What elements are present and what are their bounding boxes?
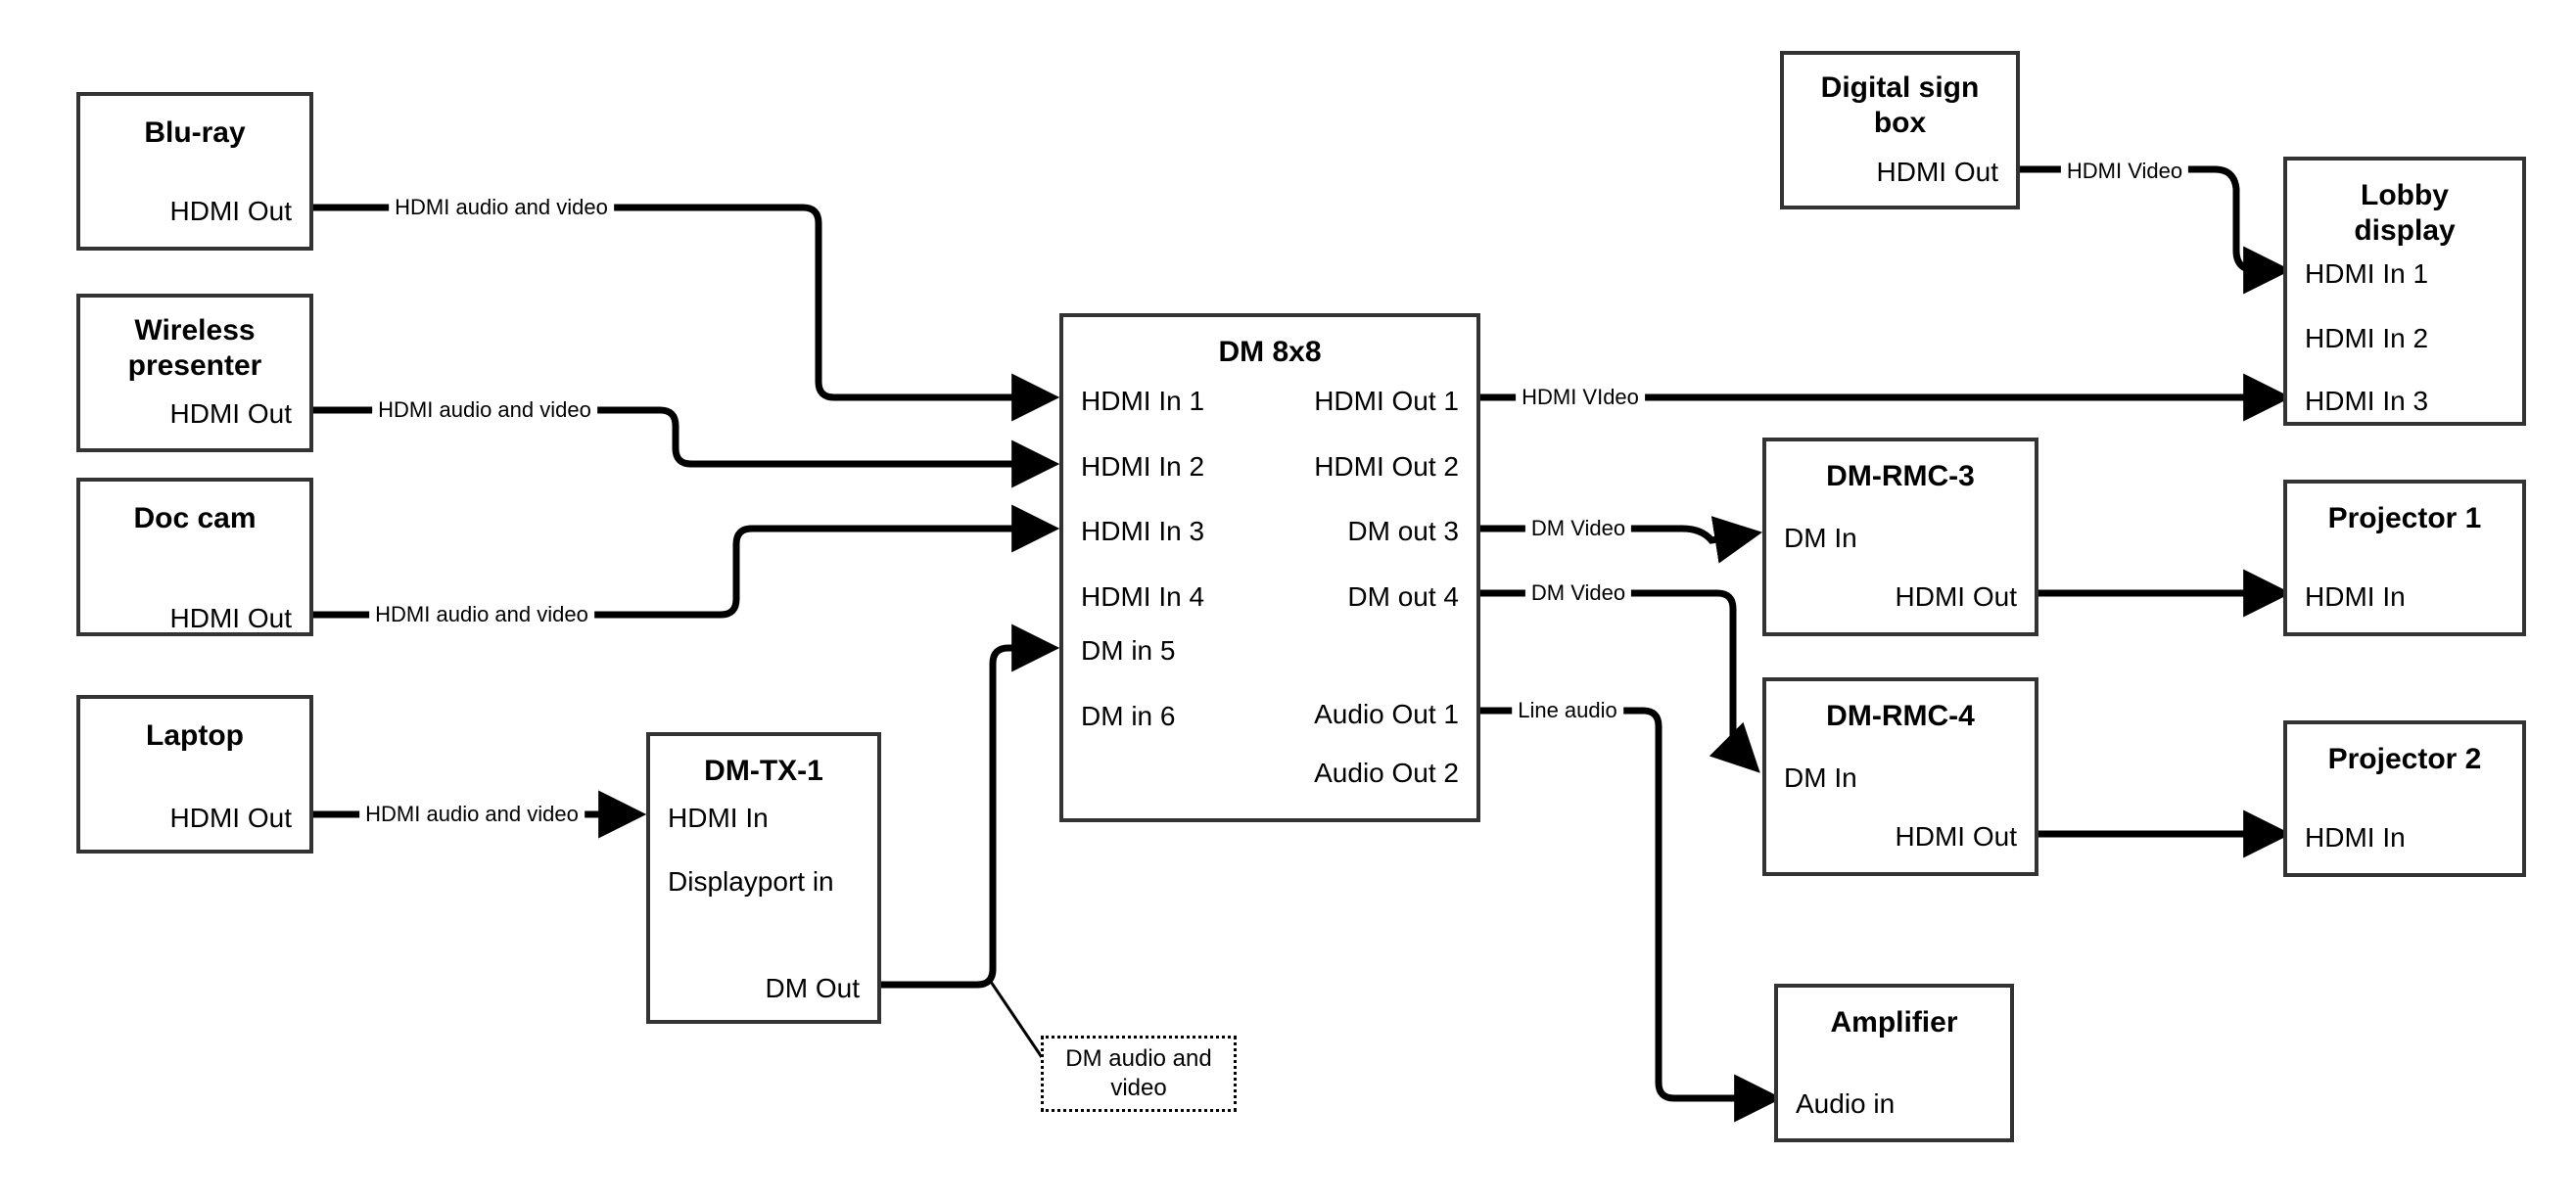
port-dm-8x8-audio-out-2[interactable]: Audio Out 2 [1314,758,1459,788]
node-title-blu-ray: Blu-ray [144,116,246,149]
node-wireless-presenter[interactable]: Wireless presenter HDMI Out [76,294,313,452]
node-projector-2[interactable]: Projector 2 HDMI In [2283,720,2526,877]
node-title-wireless-presenter: Wireless presenter [127,314,262,382]
port-lobby-display-hdmi-in-3[interactable]: HDMI In 3 [2305,386,2429,416]
node-laptop[interactable]: Laptop HDMI Out [76,695,313,854]
edge-label-laptop: HDMI audio and video [359,802,585,827]
edge-label-sign-hdmi-video: HDMI Video [2060,159,2189,184]
edge-label-doccam: HDMI audio and video [369,602,594,627]
node-title-projector-2: Projector 2 [2327,743,2482,775]
node-blu-ray[interactable]: Blu-ray HDMI Out [76,92,313,251]
port-dm-rmc-3-hdmi-out[interactable]: HDMI Out [1895,581,2017,612]
node-title-dm-tx-1: DM-TX-1 [704,755,823,787]
node-dm-rmc-4[interactable]: DM-RMC-4 DM In HDMI Out [1762,677,2038,876]
node-title-doc-cam: Doc cam [133,502,257,534]
edge-label-dm-video-4: DM Video [1524,580,1632,606]
port-laptop-hdmi-out[interactable]: HDMI Out [169,803,292,833]
port-digital-sign-box-hdmi-out[interactable]: HDMI Out [1876,157,1998,187]
edge-label-dm-video-3: DM Video [1524,516,1632,541]
node-dm-rmc-3[interactable]: DM-RMC-3 DM In HDMI Out [1762,438,2038,636]
wire-dmtx1-to-dm8x8 [881,624,1060,989]
port-projector-1-hdmi-in[interactable]: HDMI In [2305,581,2406,612]
edge-label-wireless: HDMI audio and video [372,397,597,423]
port-dm-8x8-dm-in-5[interactable]: DM in 5 [1081,635,1176,666]
port-amplifier-audio-in[interactable]: Audio in [1796,1088,1896,1119]
node-title-projector-1: Projector 1 [2327,502,2482,534]
port-dm-8x8-dm-out-3[interactable]: DM out 3 [1347,516,1459,546]
node-dm-8x8[interactable]: DM 8x8 HDMI In 1 HDMI In 2 HDMI In 3 HDM… [1059,313,1480,822]
port-dm-8x8-audio-out-1[interactable]: Audio Out 1 [1314,699,1459,729]
node-title-lobby-display: Lobby display [2354,179,2456,247]
port-dm-tx-1-displayport-in[interactable]: Displayport in [668,866,834,897]
port-dm-tx-1-hdmi-in[interactable]: HDMI In [668,803,769,833]
port-dm-8x8-hdmi-in-1[interactable]: HDMI In 1 [1081,386,1205,416]
port-dm-rmc-4-dm-in[interactable]: DM In [1784,762,1857,793]
port-dm-tx-1-dm-out[interactable]: DM Out [765,973,860,1003]
edge-label-hdmi-video-out1: HDMI VIdeo [1516,385,1645,410]
port-dm-8x8-hdmi-out-1[interactable]: HDMI Out 1 [1314,386,1459,416]
wire-sign-to-lobby [2020,165,2292,295]
node-dm-tx-1[interactable]: DM-TX-1 HDMI In Displayport in DM Out [646,732,881,1024]
note-dm-audio-and-video-text: DM audio and video [1065,1045,1212,1101]
note-dm-audio-and-video: DM audio and video [1041,1036,1237,1112]
port-dm-8x8-hdmi-in-4[interactable]: HDMI In 4 [1081,581,1205,612]
node-title-amplifier: Amplifier [1830,1006,1958,1039]
node-title-laptop: Laptop [146,719,244,752]
port-dm-rmc-3-dm-in[interactable]: DM In [1784,523,1857,553]
port-lobby-display-hdmi-in-2[interactable]: HDMI In 2 [2305,323,2429,353]
node-digital-sign-box[interactable]: Digital sign box HDMI Out [1780,51,2020,209]
port-dm-8x8-dm-in-6[interactable]: DM in 6 [1081,701,1176,731]
port-dm-8x8-hdmi-in-2[interactable]: HDMI In 2 [1081,451,1205,482]
node-title-digital-sign-box: Digital sign box [1820,71,1980,139]
node-doc-cam[interactable]: Doc cam HDMI Out [76,478,313,636]
edge-label-bluray: HDMI audio and video [389,195,614,220]
port-dm-8x8-hdmi-out-2[interactable]: HDMI Out 2 [1314,451,1459,482]
wire-dm8x8-out4-to-rmc4 [1480,589,1760,773]
edge-label-line-audio: Line audio [1512,698,1623,723]
wire-dm8x8-audio1-to-amplifier [1480,707,1783,1123]
wire-bluray-to-dm8x8 [313,204,1060,422]
port-projector-2-hdmi-in[interactable]: HDMI In [2305,822,2406,853]
node-amplifier[interactable]: Amplifier Audio in [1774,984,2014,1142]
port-lobby-display-hdmi-in-1[interactable]: HDMI In 1 [2305,258,2429,289]
port-blu-ray-hdmi-out[interactable]: HDMI Out [169,196,292,226]
port-dm-8x8-hdmi-in-3[interactable]: HDMI In 3 [1081,516,1205,546]
node-title-dm-8x8: DM 8x8 [1218,336,1322,368]
port-dm-8x8-dm-out-4[interactable]: DM out 4 [1347,581,1459,612]
node-title-dm-rmc-3: DM-RMC-3 [1826,460,1975,492]
port-wireless-presenter-hdmi-out[interactable]: HDMI Out [169,398,292,429]
port-dm-rmc-4-hdmi-out[interactable]: HDMI Out [1895,821,2017,852]
node-title-dm-rmc-4: DM-RMC-4 [1826,700,1975,732]
node-lobby-display[interactable]: Lobby display HDMI In 1 HDMI In 2 HDMI I… [2283,157,2526,426]
port-doc-cam-hdmi-out[interactable]: HDMI Out [169,603,292,633]
node-projector-1[interactable]: Projector 1 HDMI In [2283,480,2526,636]
